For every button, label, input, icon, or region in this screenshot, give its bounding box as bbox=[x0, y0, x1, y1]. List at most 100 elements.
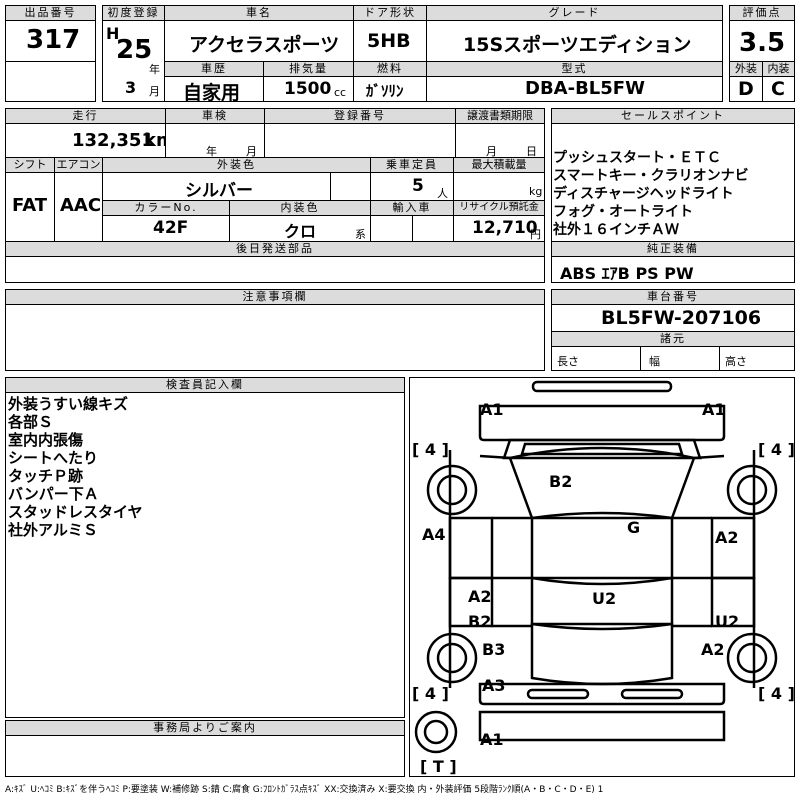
damage-mark: B2 bbox=[549, 472, 573, 491]
transfer-cell: 月 日 bbox=[455, 123, 545, 158]
tire-tread-right-rear: [ 4 ] bbox=[758, 684, 795, 703]
transfer-label: 譲渡書類期限 bbox=[455, 108, 545, 124]
history-cell: 自家用 bbox=[164, 76, 264, 104]
reg-number-label: 登録番号 bbox=[264, 108, 456, 124]
color: シルバー bbox=[185, 181, 253, 201]
import-cell-a bbox=[370, 215, 413, 242]
damage-mark: U2 bbox=[592, 589, 617, 608]
int-color-cell: クロ 系 bbox=[229, 215, 371, 242]
sales-point-line: 社外１６インチＡＷ bbox=[553, 222, 679, 238]
model-cell: DBA-BL5FW bbox=[426, 76, 723, 102]
inspector-list: 外装うすい線キズ 各部Ｓ 室内内張傷 シートへたり タッチＰ跡 バンパー下Ａ ス… bbox=[8, 395, 143, 539]
capacity-unit: 人 bbox=[437, 187, 448, 200]
int-color-unit: 系 bbox=[355, 228, 366, 241]
chassis-number: BL5FW-207106 bbox=[601, 307, 762, 329]
damage-mark: U2 bbox=[715, 612, 740, 631]
displacement: 1500 bbox=[284, 79, 332, 99]
sales-point-cell: プッシュスタート・ＥＴＣ スマートキー・クラリオンナビ ディスチャージヘッドライ… bbox=[551, 123, 795, 242]
office-cell bbox=[5, 735, 405, 777]
length-cell: 長さ bbox=[551, 346, 641, 371]
door-label: ドア形状 bbox=[353, 5, 427, 21]
equipment-label: 純正装備 bbox=[551, 241, 795, 257]
height-label: 高さ bbox=[725, 355, 747, 368]
office-label: 事務局よりご案内 bbox=[5, 720, 405, 736]
history-label: 車歴 bbox=[164, 61, 264, 77]
shift-label: シフト bbox=[5, 157, 55, 173]
ac-label: エアコン bbox=[54, 157, 103, 173]
car-diagram: A1 A1 B2 G A4 A2 A2 B2 U2 U2 B3 A2 A3 A1… bbox=[409, 377, 795, 777]
mileage: 132,351 bbox=[72, 130, 154, 151]
mileage-cell: 132,351 km bbox=[5, 123, 175, 158]
lot-label: 出品番号 bbox=[5, 5, 96, 21]
damage-mark: A1 bbox=[702, 400, 726, 419]
car-name-cell: アクセラスポーツ bbox=[164, 20, 354, 62]
sales-point-line: フォグ・オートライト bbox=[553, 204, 693, 220]
car-outline bbox=[414, 380, 778, 754]
displacement-cell: 1500 cc bbox=[263, 76, 354, 102]
notes-cell bbox=[5, 304, 545, 371]
first-reg-label: 初度登録 bbox=[102, 5, 165, 21]
door-cell: 5HB bbox=[353, 20, 427, 62]
equipment: ABS ｴｱB PS PW bbox=[560, 264, 694, 283]
damage-mark: A2 bbox=[468, 587, 492, 606]
chassis-cell: BL5FW-207106 bbox=[551, 304, 795, 332]
reg-year: 25 bbox=[116, 35, 153, 65]
capacity-label: 乗車定員 bbox=[370, 157, 454, 173]
width-label: 幅 bbox=[649, 355, 660, 368]
color-no: 42F bbox=[153, 218, 189, 238]
displacement-unit: cc bbox=[334, 86, 347, 99]
grade-cell: 15Sスポーツエディション bbox=[426, 20, 723, 62]
import-cell-b bbox=[412, 215, 454, 242]
door-type: 5HB bbox=[367, 30, 411, 52]
chassis-label: 車台番号 bbox=[551, 289, 795, 305]
later-parts-label: 後日発送部品 bbox=[5, 241, 545, 257]
length-label: 長さ bbox=[557, 355, 579, 368]
damage-mark: B2 bbox=[468, 612, 492, 631]
tire-tread-right-front: [ 4 ] bbox=[758, 440, 795, 459]
inspector-line: スタッドレスタイヤ bbox=[8, 503, 143, 521]
notes-label: 注意事項欄 bbox=[5, 289, 545, 305]
damage-mark: A2 bbox=[715, 528, 739, 547]
shift-cell: FAT bbox=[5, 172, 55, 242]
int-color: クロ bbox=[284, 222, 317, 241]
reg-number-cell bbox=[264, 123, 456, 158]
width-cell: 幅 bbox=[640, 346, 720, 371]
color-no-cell: 42F bbox=[102, 215, 230, 242]
spec-label: 諸元 bbox=[551, 331, 795, 347]
damage-mark: G bbox=[627, 518, 641, 537]
grade-label: グレード bbox=[426, 5, 723, 21]
displacement-label: 排気量 bbox=[263, 61, 354, 77]
legend: A:ｷｽﾞ U:ﾍｺﾐ B:ｷｽﾞを伴うﾍｺﾐ P:要塗装 W:補修跡 S:錆 … bbox=[5, 785, 604, 795]
inspector-line: 社外アルミＳ bbox=[8, 521, 98, 539]
ac: AAC bbox=[60, 195, 102, 216]
model-label: 型式 bbox=[426, 61, 723, 77]
recycle-fee: 12,710 bbox=[472, 218, 538, 238]
sales-point-label: セールスポイント bbox=[551, 108, 795, 124]
load-unit: kg bbox=[529, 185, 543, 198]
ac-cell: AAC bbox=[54, 172, 103, 242]
sales-point-line: ディスチャージヘッドライト bbox=[553, 186, 734, 202]
color-cell: シルバー bbox=[102, 172, 331, 201]
equipment-cell: ABS ｴｱB PS PW bbox=[551, 256, 795, 283]
lot-number: 317 bbox=[26, 25, 81, 55]
damage-mark: A2 bbox=[701, 640, 725, 659]
tire-tread-left-rear: [ 4 ] bbox=[412, 684, 449, 703]
color-no-label: カラーNo. bbox=[102, 200, 230, 216]
inspection-label: 車検 bbox=[165, 108, 265, 124]
first-reg-cell: H 25 年 3 月 bbox=[102, 20, 165, 102]
grade: 15Sスポーツエディション bbox=[463, 34, 692, 56]
tire-tread-left-front: [ 4 ] bbox=[412, 440, 449, 459]
recycle-label: リサイクル預託金 bbox=[453, 200, 545, 216]
transfer-day-unit: 日 bbox=[526, 145, 537, 158]
history: 自家用 bbox=[183, 82, 241, 104]
score-label: 評価点 bbox=[729, 5, 795, 21]
int-color-label: 内装色 bbox=[229, 200, 371, 216]
fuel-label: 燃料 bbox=[353, 61, 427, 77]
inspector-line: バンパー下Ａ bbox=[8, 485, 99, 503]
shift: FAT bbox=[12, 195, 48, 216]
spare-tire-label: [ T ] bbox=[420, 757, 457, 776]
capacity-cell: 5 人 bbox=[370, 172, 454, 201]
month-unit: 月 bbox=[149, 85, 160, 98]
recycle-cell: 12,710 円 bbox=[453, 215, 545, 242]
interior-cell: C bbox=[762, 76, 795, 102]
